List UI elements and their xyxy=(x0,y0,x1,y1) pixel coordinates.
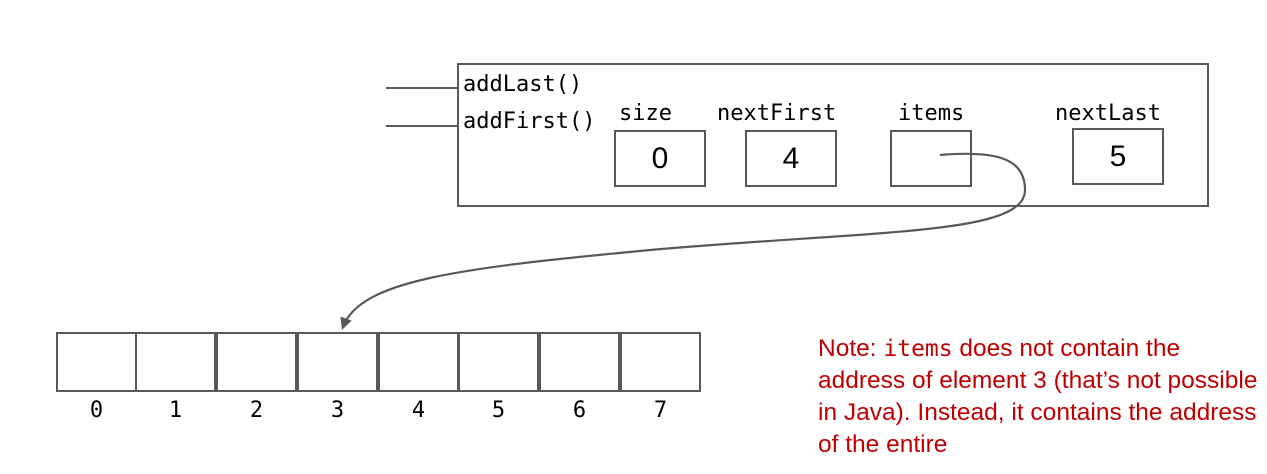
items-pointer-arrow xyxy=(340,152,1027,330)
method-addlast-label: addLast() xyxy=(463,72,583,97)
field-size-label: size xyxy=(619,101,672,126)
field-items-box xyxy=(890,130,972,187)
array-index-2: 2 xyxy=(249,398,264,423)
method-addfirst-label: addFirst() xyxy=(463,109,596,134)
array-cell-1 xyxy=(135,332,216,392)
note-prefix: Note: xyxy=(818,335,884,362)
array-cell-2 xyxy=(216,332,297,392)
array-cell-5 xyxy=(458,332,539,392)
array-index-6: 6 xyxy=(572,398,587,423)
field-nextlast-value: 5 xyxy=(1109,139,1127,173)
field-nextfirst-box: 4 xyxy=(745,130,837,187)
note-code-items: items xyxy=(883,336,953,362)
array-cell-6 xyxy=(539,332,620,392)
field-size-value: 0 xyxy=(651,141,669,175)
field-nextlast-label: nextLast xyxy=(1055,101,1161,126)
note-body: does not contain the address of element … xyxy=(818,335,1258,459)
field-items-label: items xyxy=(898,101,965,126)
field-nextlast-box: 5 xyxy=(1072,128,1164,185)
note-text: Note: items does not contain the address… xyxy=(818,333,1258,461)
array-cell-7 xyxy=(620,332,701,392)
array-index-3: 3 xyxy=(330,398,345,423)
array-index-5: 5 xyxy=(491,398,506,423)
deque-object-box xyxy=(457,63,1209,207)
array-index-1: 1 xyxy=(168,398,183,423)
field-size-box: 0 xyxy=(614,130,706,187)
array-index-7: 7 xyxy=(653,398,668,423)
field-nextfirst-label: nextFirst xyxy=(717,101,837,126)
field-nextfirst-value: 4 xyxy=(782,141,800,175)
array-index-4: 4 xyxy=(411,398,426,423)
array-cell-3 xyxy=(297,332,378,392)
array-index-0: 0 xyxy=(89,398,104,423)
